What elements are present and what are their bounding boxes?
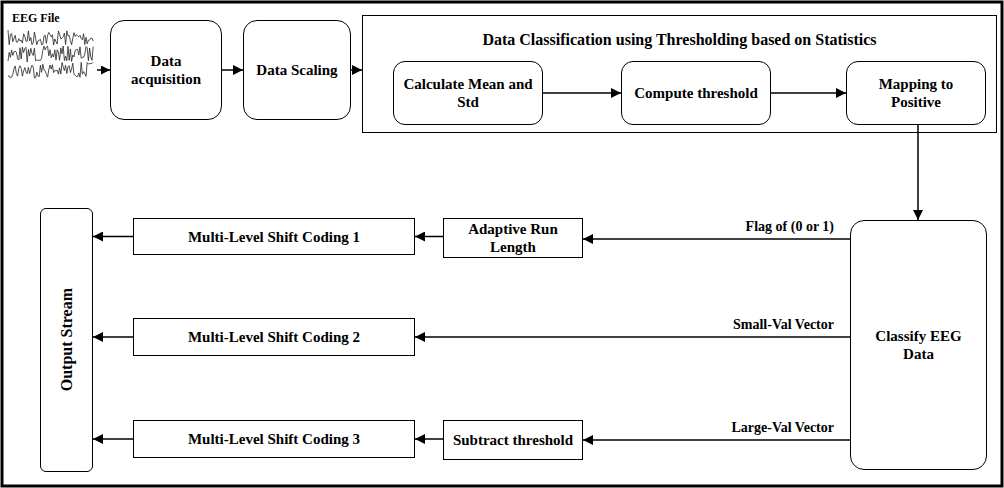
process-box: Calculate Mean and Std: [393, 61, 543, 125]
connector: [222, 69, 243, 71]
box-label: Mapping to Positive: [855, 75, 977, 111]
connector: [583, 238, 850, 240]
box-label: Multi-Level Shift Coding 2: [188, 328, 360, 346]
box-label: Subtract threshold: [453, 431, 573, 449]
group-heading: Data Classification using Thresholding b…: [363, 30, 996, 49]
edge-label: Large-Val Vector: [729, 420, 836, 437]
classifier-box: Classify EEG Data: [850, 220, 987, 470]
eeg-trace: [8, 30, 93, 45]
file-label: EEG File: [12, 11, 60, 25]
connector: [93, 336, 133, 338]
connector: [917, 125, 919, 220]
box-label: Compute threshold: [634, 84, 758, 102]
box-label: Calculate Mean and Std: [402, 75, 534, 111]
edge-label: Flag of (0 or 1): [744, 219, 836, 236]
box-label: Adaptive Run Length: [452, 220, 574, 256]
process-box: Subtract threshold: [443, 420, 583, 460]
input-arrow: [97, 69, 110, 71]
box-label: Multi-Level Shift Coding 1: [188, 228, 360, 246]
connector: [415, 236, 443, 238]
box-label: Classify EEG Data: [859, 327, 978, 363]
process-box: Compute threshold: [621, 61, 771, 125]
box-label: Output Stream: [57, 288, 76, 391]
process-box: Adaptive Run Length: [443, 218, 583, 258]
coding-box: Multi-Level Shift Coding 1: [133, 218, 415, 255]
connector: [93, 438, 133, 440]
box-label: Data acquisition: [119, 52, 213, 88]
connector: [771, 92, 846, 94]
eeg-trace: [8, 62, 93, 78]
process-box: Mapping to Positive: [846, 61, 986, 125]
eeg-waveform: [8, 30, 93, 78]
connector: [415, 336, 850, 338]
eeg-trace: [8, 46, 93, 62]
coding-box: Multi-Level Shift Coding 3: [133, 420, 415, 458]
connector: [543, 92, 621, 94]
connector: [93, 236, 133, 238]
connector: [415, 438, 443, 440]
output-box: Output Stream: [40, 208, 93, 472]
group-box: Data Classification using Thresholding b…: [362, 15, 997, 133]
box-label: Data Scaling: [256, 61, 337, 79]
box-label: Multi-Level Shift Coding 3: [188, 430, 360, 448]
process-box: Data Scaling: [243, 20, 351, 120]
edge-label: Small-Val Vector: [731, 317, 836, 334]
connector: [583, 439, 850, 441]
connector: [351, 69, 362, 71]
process-box: Data acquisition: [110, 20, 222, 120]
coding-box: Multi-Level Shift Coding 2: [133, 318, 415, 356]
